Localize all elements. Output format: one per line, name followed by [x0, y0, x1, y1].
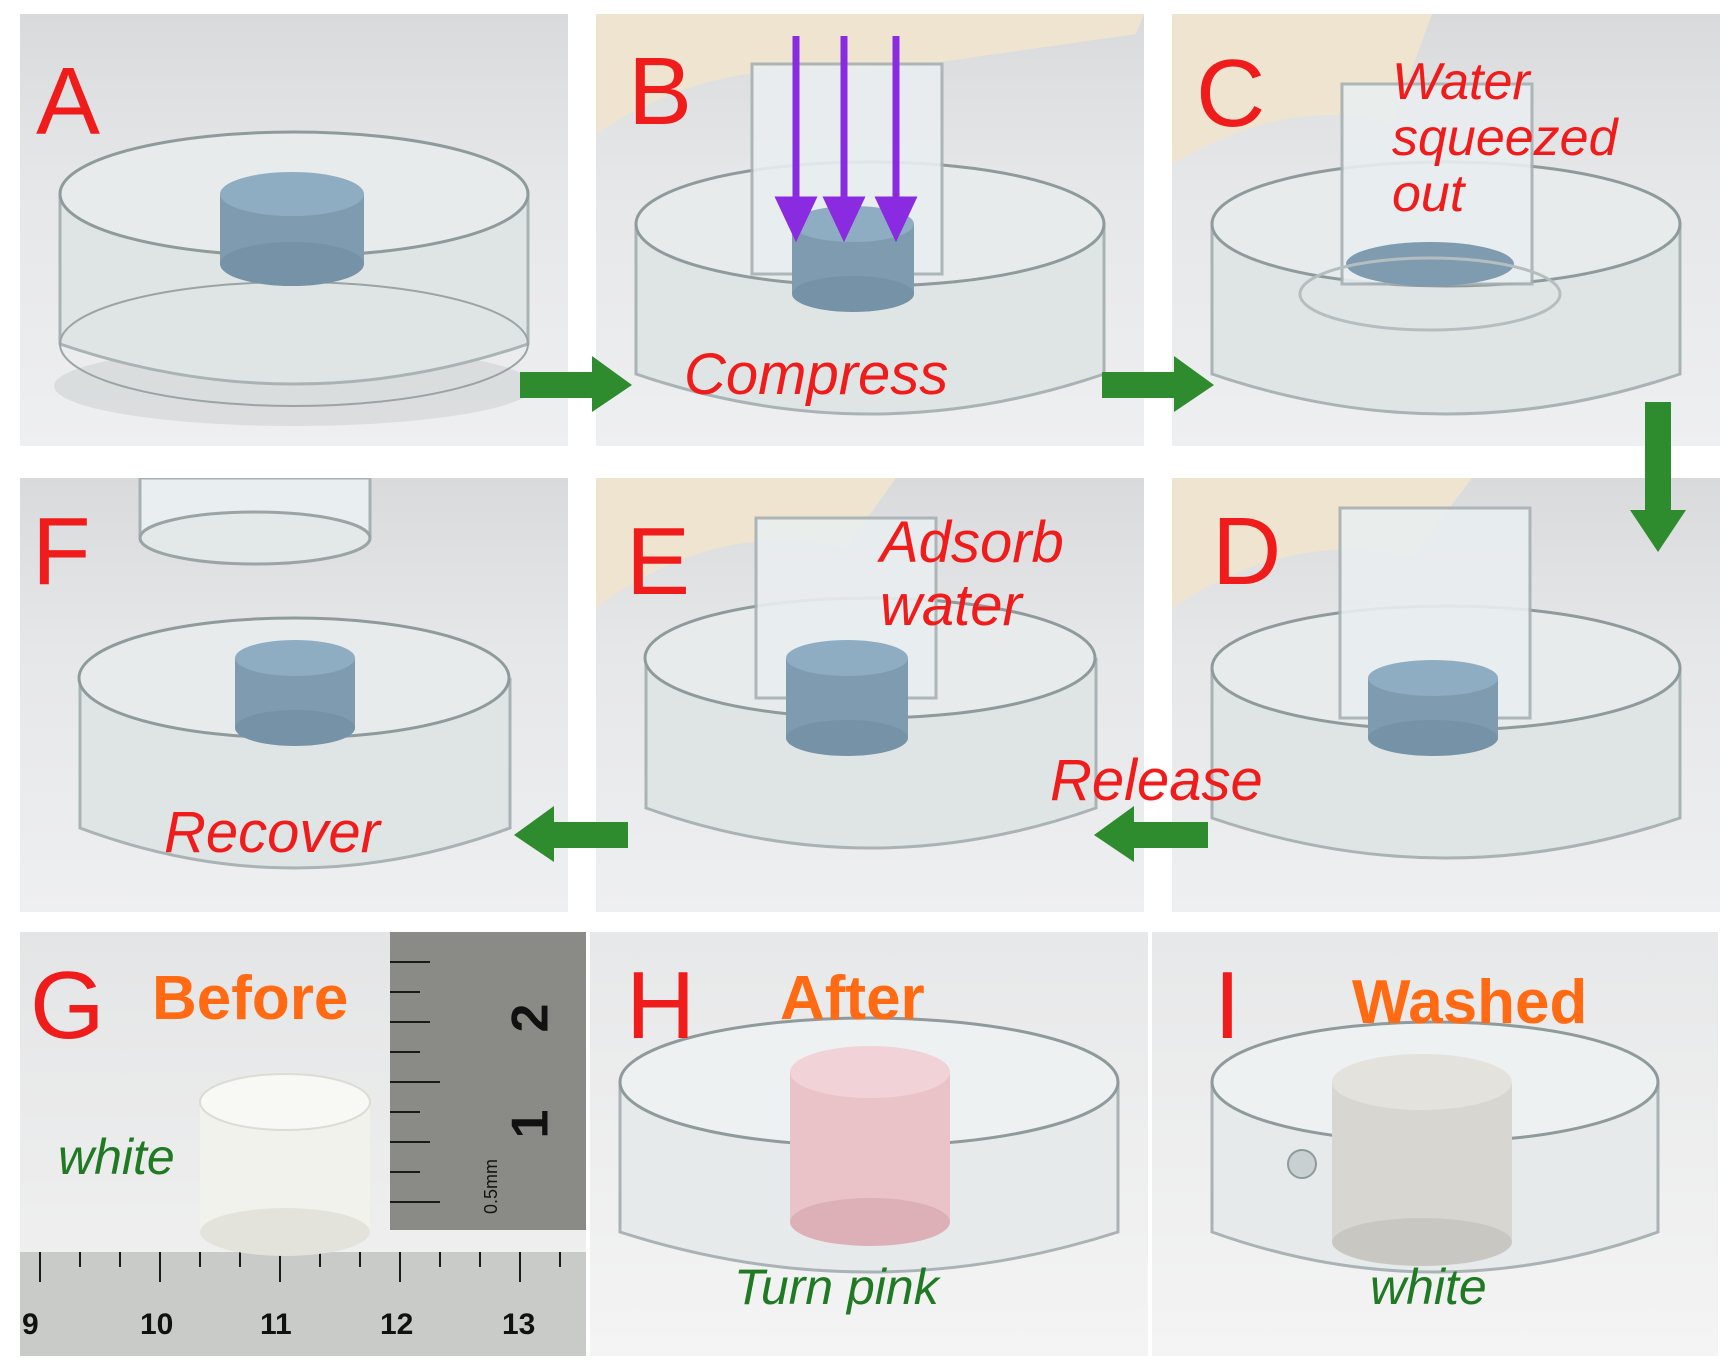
water-squeezed-photo — [1172, 14, 1682, 416]
panel-letter: G — [30, 952, 105, 1059]
release-label: Release — [1050, 748, 1263, 813]
panel-h: H After Turn pink — [590, 932, 1148, 1356]
panel-c: C Water squeezed out — [1172, 14, 1720, 446]
adsorb-water-label: Adsorb water — [880, 510, 1064, 638]
label-line: out — [1392, 165, 1465, 224]
arrow-right-icon — [520, 356, 632, 412]
arrow-right-icon — [1102, 356, 1214, 412]
label-line: squeezed — [1392, 109, 1618, 168]
panel-b: B Compress — [596, 14, 1144, 446]
panel-letter: D — [1212, 498, 1282, 605]
arrow-down-icon — [1630, 402, 1686, 552]
panel-g: G Before white 2 1 0.5mm 9 10 11 12 13 — [20, 932, 586, 1356]
ruler-side-number: 2 — [501, 1003, 560, 1033]
label-line: water — [880, 572, 1022, 638]
release-photo — [1172, 478, 1682, 860]
compress-label: Compress — [684, 342, 949, 407]
ruler-number: 10 — [140, 1308, 174, 1341]
panel-letter: E — [626, 508, 691, 615]
petri-dish-photo — [54, 130, 534, 426]
washed-label: Washed — [1352, 968, 1588, 1037]
recover-label: Recover — [164, 800, 380, 865]
ruler-side-number: 1 — [501, 1109, 560, 1139]
panel-letter: F — [32, 498, 91, 605]
panel-e: E Adsorb water — [596, 478, 1144, 912]
panel-d: D — [1172, 478, 1720, 912]
ruler-number: 11 — [260, 1308, 292, 1341]
before-label: Before — [152, 964, 349, 1033]
ruler-number: 12 — [380, 1308, 414, 1341]
pink-sponge-photo — [618, 1016, 1120, 1274]
panel-f: F Recover — [20, 478, 568, 912]
compress-photo — [596, 14, 1144, 416]
ruler-photo — [20, 932, 586, 1356]
panel-a: A — [20, 14, 568, 446]
panel-letter: I — [1214, 952, 1241, 1059]
arrow-left-icon — [1094, 806, 1208, 862]
turn-pink-note: Turn pink — [734, 1259, 939, 1315]
press-arrow-icon — [774, 36, 918, 243]
white-note: white — [58, 1129, 175, 1185]
adsorb-photo — [596, 478, 1098, 850]
white-note: white — [1370, 1259, 1487, 1315]
panel-letter: H — [626, 952, 696, 1059]
washed-sponge-photo — [1210, 1020, 1660, 1274]
after-label: After — [780, 964, 925, 1033]
recover-photo — [77, 478, 512, 870]
arrow-left-icon — [514, 806, 628, 862]
label-line: Adsorb — [880, 510, 1064, 575]
water-squeezed-label: Water squeezed out — [1392, 53, 1618, 224]
ruler-unit: 0.5mm — [481, 1158, 502, 1215]
panel-letter: C — [1196, 40, 1266, 147]
ruler-number: 13 — [502, 1308, 536, 1341]
panel-letter: A — [36, 48, 101, 155]
ruler-number: 9 — [22, 1308, 39, 1341]
panel-letter: B — [628, 38, 693, 145]
label-line: Water — [1392, 53, 1530, 111]
panel-i: I Washed white — [1152, 932, 1718, 1356]
